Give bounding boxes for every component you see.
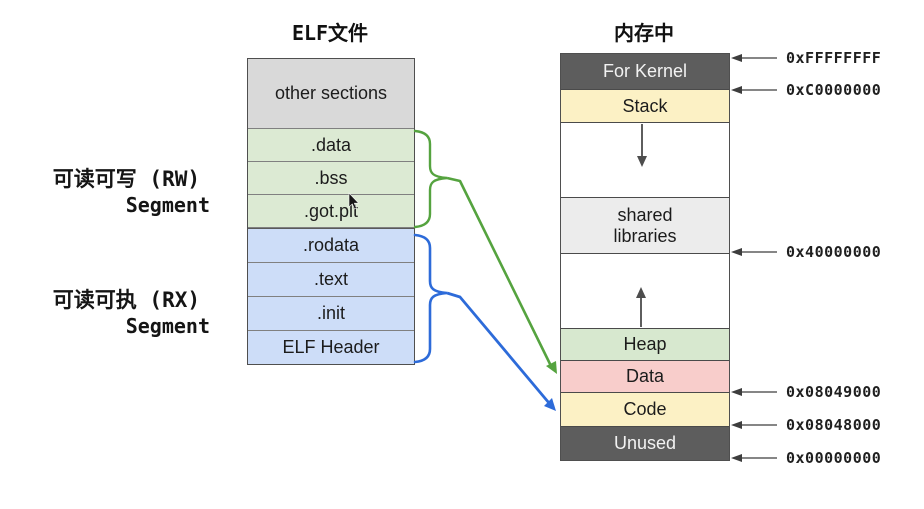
memory-region-unused: Unused xyxy=(561,427,729,460)
address-row-08048000: 0x08048000 xyxy=(731,416,882,434)
address-pointer-arrow xyxy=(731,454,777,462)
elf-sections-box: other sections .data .bss .got.plt .roda… xyxy=(247,58,415,365)
memory-region-stack-growth-gap xyxy=(561,123,729,198)
address-row-40000000: 0x40000000 xyxy=(731,243,882,261)
elf-section-rodata: .rodata xyxy=(248,228,414,263)
address-pointer-arrow xyxy=(731,388,777,396)
elf-section-init: .init xyxy=(248,297,414,331)
shared-libraries-label: shared libraries xyxy=(613,204,677,246)
address-label: 0x40000000 xyxy=(786,243,882,261)
rx-to-code-connector xyxy=(446,291,551,404)
rx-segment-label-line1: 可读可执 (RX) xyxy=(52,288,200,312)
elf-file-title: ELF文件 xyxy=(291,21,369,45)
elf-section-got-plt: .got.plt xyxy=(248,195,414,228)
elf-section-bss: .bss xyxy=(248,162,414,195)
address-label: 0xFFFFFFFF xyxy=(786,49,882,67)
rw-segment-label-line2: Segment xyxy=(125,193,210,217)
elf-section-elf-header: ELF Header xyxy=(248,331,414,364)
address-row-ffffffff: 0xFFFFFFFF xyxy=(731,49,882,67)
elf-section-other-sections: other sections xyxy=(248,59,414,129)
memory-region-heap-growth-gap xyxy=(561,254,729,329)
address-row-08049000: 0x08049000 xyxy=(731,383,882,401)
rx-segment-label: 可读可执 (RX) Segment xyxy=(20,287,212,339)
address-label: 0xC0000000 xyxy=(786,81,882,99)
rx-segment-brace xyxy=(413,233,448,364)
rx-segment-label-line2: Segment xyxy=(125,314,210,338)
memory-title: 内存中 xyxy=(614,21,674,45)
address-label: 0x00000000 xyxy=(786,449,882,467)
rw-to-data-connector xyxy=(446,176,553,367)
memory-region-shared-libraries: shared libraries xyxy=(561,198,729,254)
address-pointer-arrow xyxy=(731,86,777,94)
rw-segment-brace xyxy=(413,129,448,229)
address-row-c0000000: 0xC0000000 xyxy=(731,81,882,99)
rw-segment-label: 可读可写 (RW) Segment xyxy=(20,166,212,218)
elf-section-text: .text xyxy=(248,263,414,297)
memory-region-for-kernel: For Kernel xyxy=(561,54,729,90)
memory-region-heap: Heap xyxy=(561,329,729,361)
memory-region-data: Data xyxy=(561,361,729,393)
address-pointer-arrow xyxy=(731,421,777,429)
rx-connector-arrowhead xyxy=(544,398,556,411)
elf-section-data: .data xyxy=(248,129,414,162)
address-label: 0x08048000 xyxy=(786,416,882,434)
address-pointer-arrow xyxy=(731,54,777,62)
address-pointer-arrow xyxy=(731,248,777,256)
rw-segment-label-line1: 可读可写 (RW) xyxy=(52,167,200,191)
memory-region-code: Code xyxy=(561,393,729,427)
address-row-00000000: 0x00000000 xyxy=(731,449,882,467)
address-label: 0x08049000 xyxy=(786,383,882,401)
memory-map-box: For Kernel Stack shared libraries Heap D… xyxy=(560,53,730,461)
rw-connector-arrowhead xyxy=(546,361,557,374)
memory-region-stack: Stack xyxy=(561,90,729,123)
